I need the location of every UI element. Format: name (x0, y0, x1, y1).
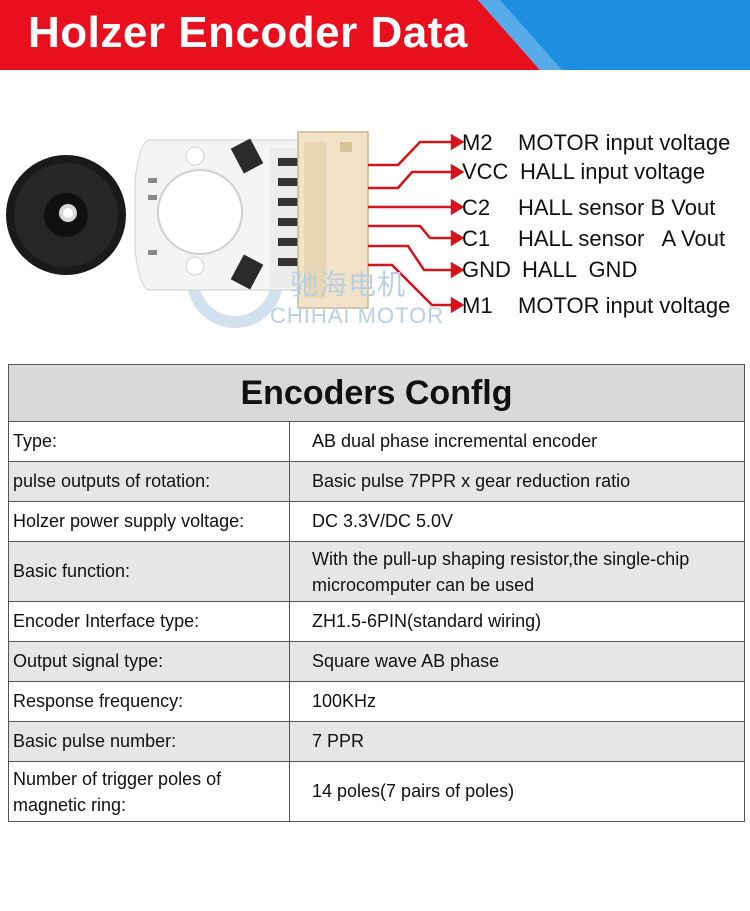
watermark-brand-cn: 驰海电机 (290, 269, 407, 300)
table-header-row: Encoders Conflg (8, 364, 745, 422)
table-row: Number of trigger poles of magnetic ring… (8, 761, 745, 822)
pin-name: C2 (462, 195, 491, 220)
row-value: DC 3.3V/DC 5.0V (289, 501, 745, 542)
row-key: Basic pulse number: (8, 721, 290, 762)
table-title: Encoders Conflg (8, 364, 745, 422)
row-key-text: Number of trigger poles of magnetic ring… (13, 768, 222, 815)
pcb-board (134, 138, 301, 291)
row-key: Encoder Interface type: (8, 601, 290, 642)
pin-desc: HALL GND (522, 257, 638, 282)
row-key: Response frequency: (8, 681, 290, 722)
pin-desc: MOTOR input voltage (518, 293, 731, 318)
row-value: Square wave AB phase (289, 641, 745, 682)
header-banner: Holzer Encoder Data (0, 0, 750, 70)
row-value: ZH1.5-6PIN(standard wiring) (289, 601, 745, 642)
table-row: Type: AB dual phase incremental encoder (8, 421, 745, 462)
row-value: 100KHz (289, 681, 745, 722)
encoder-illustration: 驰海电机 CHIHAI MOTOR M2 MOTOR input voltage… (0, 100, 750, 340)
pin-desc: HALL input voltage (520, 159, 706, 184)
row-value: AB dual phase incremental encoder (289, 421, 745, 462)
page-title: Holzer Encoder Data (28, 8, 468, 57)
watermark-text: 驰海电机 CHIHAI MOTOR (270, 269, 445, 329)
row-key: Number of trigger poles of magnetic ring… (8, 761, 290, 822)
row-key: Type: (8, 421, 290, 462)
row-key: Holzer power supply voltage: (8, 501, 290, 542)
table-row: Basic pulse number: 7 PPR (8, 721, 745, 762)
table-row: pulse outputs of rotation: Basic pulse 7… (8, 461, 745, 502)
magnet-ring-image (6, 155, 126, 275)
pin-name: GND (462, 257, 511, 282)
row-value: 14 poles(7 pairs of poles) (289, 761, 745, 822)
row-value: Basic pulse 7PPR x gear reduction ratio (289, 461, 745, 502)
zh15-connector (297, 131, 369, 309)
encoder-board-image (6, 131, 465, 328)
pin-desc: HALL sensor B Vout (518, 195, 716, 220)
row-key: pulse outputs of rotation: (8, 461, 290, 502)
row-value: 7 PPR (289, 721, 745, 762)
row-value: With the pull-up shaping resistor,the si… (289, 541, 745, 602)
watermark-brand-en: CHIHAI MOTOR (270, 303, 445, 328)
row-value-text: With the pull-up shaping resistor,the si… (312, 548, 690, 595)
row-key: Output signal type: (8, 641, 290, 682)
table-row: Output signal type: Square wave AB phase (8, 641, 745, 682)
banner-shape (0, 0, 750, 70)
pin-arrows (368, 133, 465, 314)
pin-desc: HALL sensor A Vout (518, 226, 726, 251)
spec-table: Encoders Conflg Type: AB dual phase incr… (8, 364, 745, 822)
pin-name: C1 (462, 226, 491, 251)
pin-name: M1 (462, 293, 493, 318)
table-row: Encoder Interface type: ZH1.5-6PIN(stand… (8, 601, 745, 642)
pin-desc: MOTOR input voltage (518, 130, 731, 155)
pin-name: VCC (462, 159, 509, 184)
table-row: Basic function: With the pull-up shaping… (8, 541, 745, 602)
table-row: Response frequency: 100KHz (8, 681, 745, 722)
pin-name: M2 (462, 130, 493, 155)
table-row: Holzer power supply voltage: DC 3.3V/DC … (8, 501, 745, 542)
row-key: Basic function: (8, 541, 290, 602)
